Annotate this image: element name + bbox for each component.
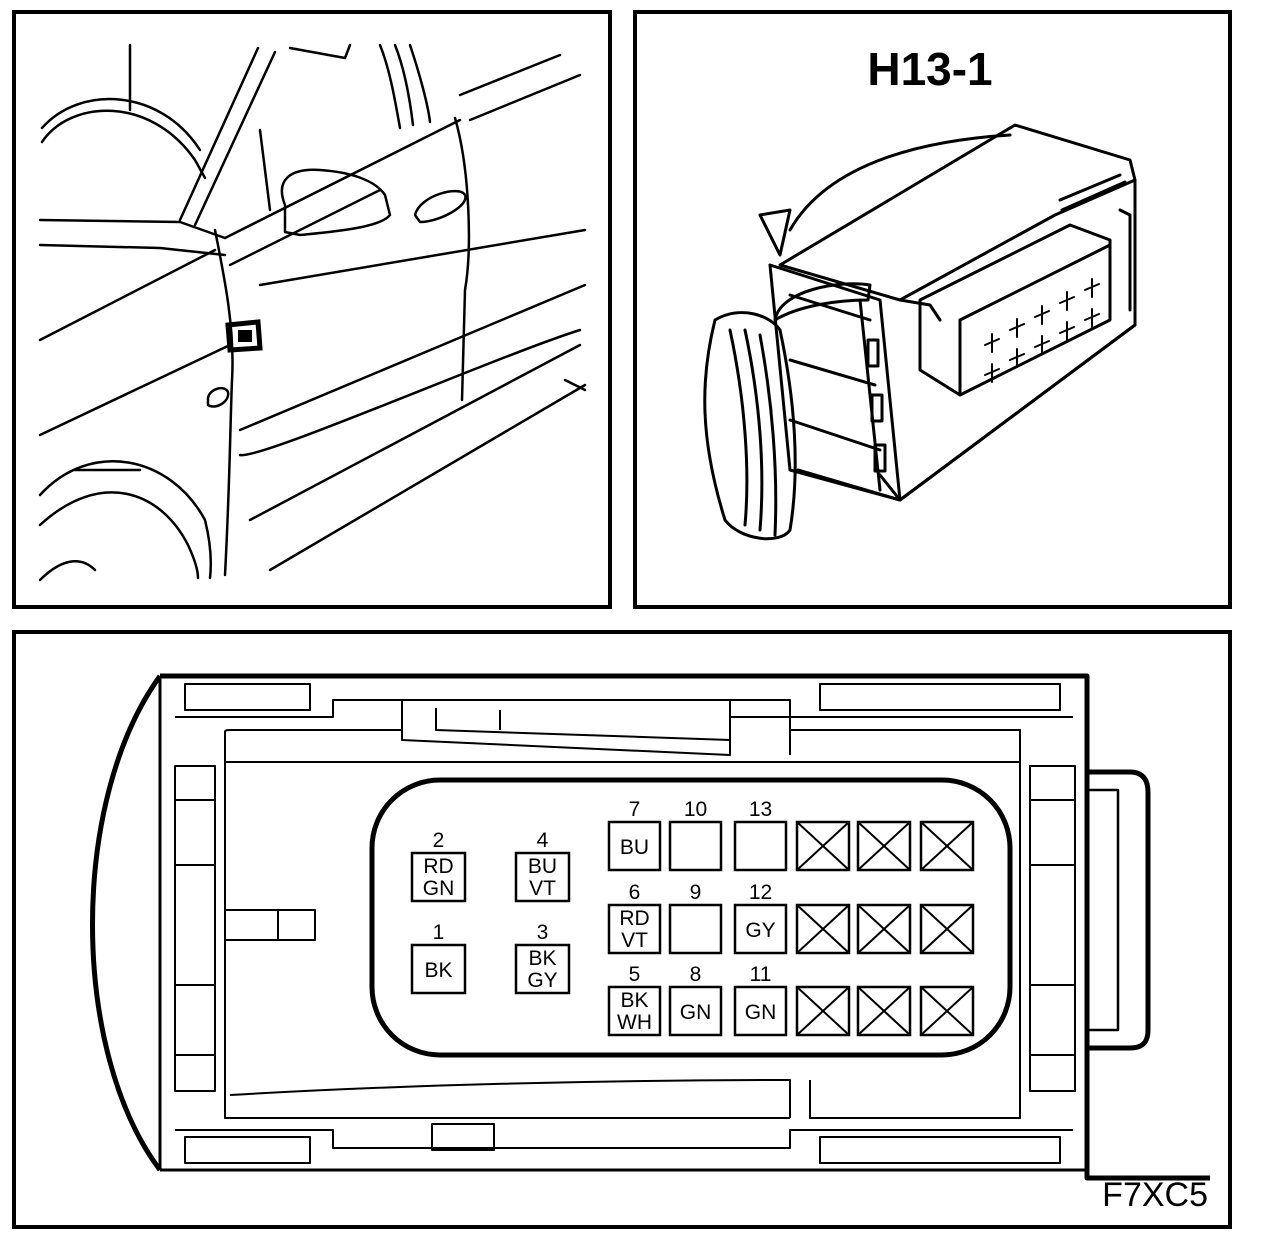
connector-isometric-illustration [703,123,1137,541]
wire-color-label: RD [423,855,453,878]
wire-color-label: GN [745,1001,777,1024]
pin-cavity [668,985,723,1037]
x-box-icon [795,903,851,955]
car-door-illustration [38,43,587,582]
pin-cavity [607,985,662,1037]
pin-cavity [668,820,723,872]
wire-color-label: VT [529,877,556,900]
pin-8: 8GN [668,963,723,1037]
pin-cavity [733,903,788,955]
connector-id: H13-1 [867,43,992,95]
pin-number: 4 [537,829,549,852]
pin-face-panel-frame [12,630,1232,1229]
wire-color-label: BK [528,947,556,970]
wire-color-label: VT [621,929,648,952]
wire-color-label: BU [528,855,557,878]
wire-color-label: BU [620,836,649,859]
pin-cavity [733,985,788,1037]
pin-cavity [607,903,662,955]
pin-number: 7 [629,798,641,821]
wire-color-label: GN [680,1001,712,1024]
pin-number: 11 [750,963,772,986]
wire-color-label: GY [745,919,775,942]
x-box-icon [919,985,975,1037]
wire-color-label: GN [423,877,455,900]
wire-color-label: BK [424,959,452,982]
pin-number: 10 [684,798,707,821]
pin-number: 6 [629,881,641,904]
pin-cavity [668,903,723,955]
connector-view-panel: H13-1 [633,10,1232,609]
pin-number: 8 [690,963,702,986]
x-box-icon [795,985,851,1037]
pin-number: 13 [749,798,772,821]
connector-face-outline [90,673,1210,1181]
x-box-icon [856,820,912,872]
pin-number: 5 [629,963,641,986]
x-box-icon [795,820,851,872]
pin-1: 1BK [410,921,467,995]
pin-cavity-area [369,777,1013,1058]
x-box-icon [919,820,975,872]
blocked-cavities [795,820,975,1037]
pin-cavity [514,851,571,903]
pin-cavity [410,943,467,995]
pin-13: 13 [733,798,788,872]
pin-number: 2 [433,829,445,852]
x-box-icon [856,985,912,1037]
pin-7: 7BU [607,798,662,872]
wire-color-label: GY [527,969,557,992]
pin-cavity [410,851,467,903]
connector-location-marker [225,319,263,353]
wire-color-label: WH [617,1011,652,1034]
location-panel-frame [12,10,612,609]
pin-9: 9 [668,881,723,955]
pin-cavity [607,820,662,872]
pin-number: 9 [690,881,702,904]
connector-view-panel-frame [633,10,1232,609]
pin-number: 1 [433,921,445,944]
location-panel [12,10,612,609]
pin-number: 12 [749,881,772,904]
pin-cavity [514,943,571,995]
pin-number: 3 [537,921,549,944]
figure-code: F7XC5 [1102,1176,1208,1214]
x-box-icon [856,903,912,955]
pin-cavity [733,820,788,872]
wire-color-label: RD [619,907,649,930]
x-box-icon [919,903,975,955]
wire-color-label: BK [620,989,648,1012]
pin-10: 10 [668,798,723,872]
